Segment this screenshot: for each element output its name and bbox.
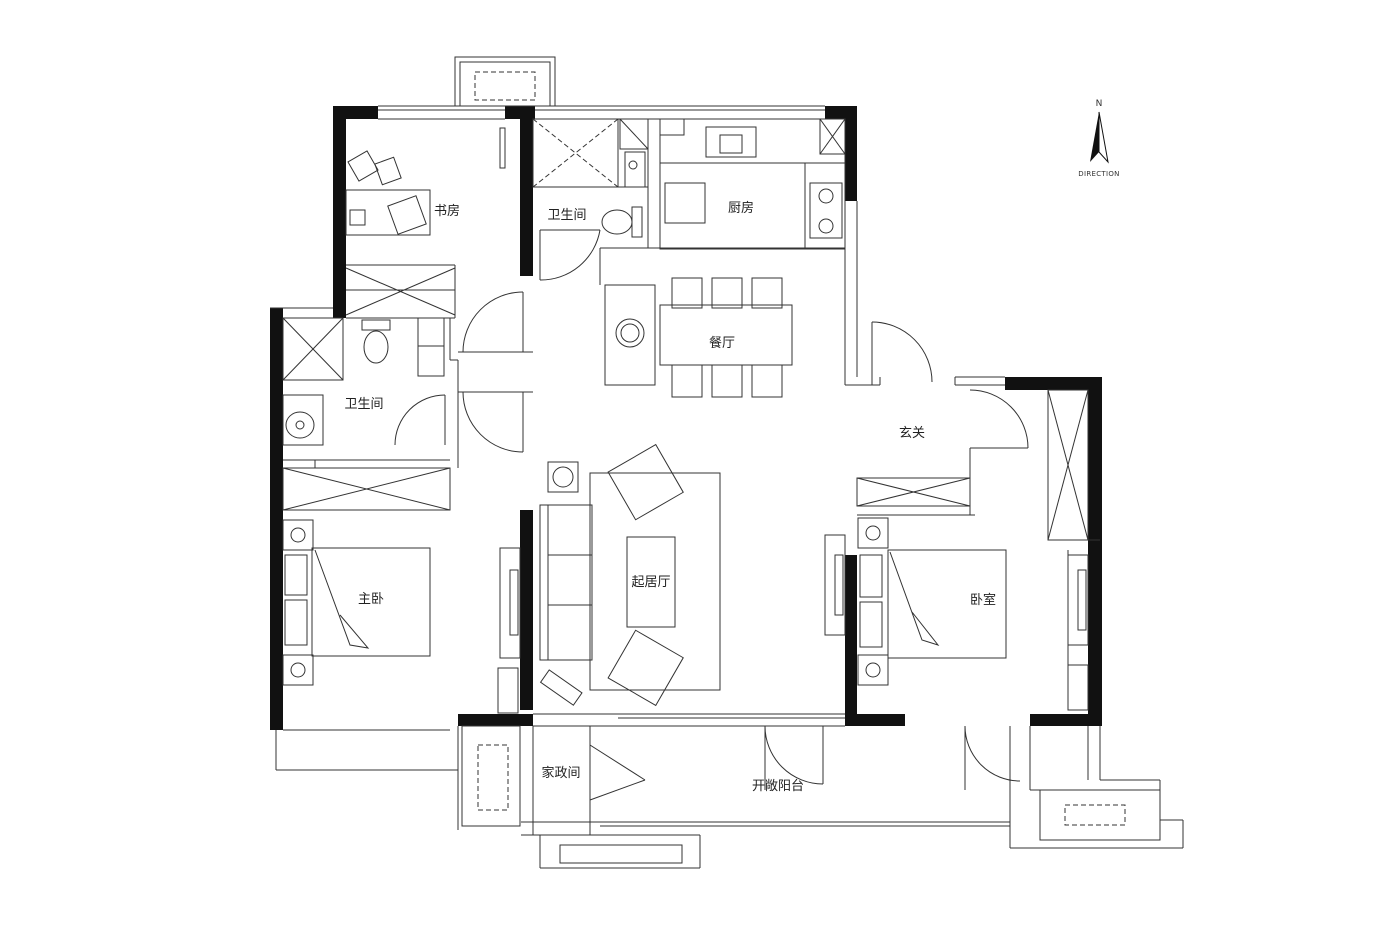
window-markers bbox=[497, 127, 1089, 714]
label-balcony: 开敞阳台 bbox=[752, 778, 804, 794]
label-kitchen: 厨房 bbox=[728, 200, 754, 216]
label-master-bedroom: 主卧 bbox=[358, 592, 384, 607]
compass-north-letter: N bbox=[1096, 99, 1103, 109]
label-utility: 家政间 bbox=[541, 765, 580, 781]
label-dining: 餐厅 bbox=[709, 335, 735, 351]
label-entrance: 玄关 bbox=[899, 426, 925, 441]
label-bath-west: 卫生间 bbox=[344, 397, 383, 412]
label-living: 起居厅 bbox=[631, 575, 670, 590]
north-arrow-icon bbox=[1090, 111, 1109, 164]
interior-walls bbox=[270, 56, 1184, 869]
label-bath-north: 卫生间 bbox=[547, 208, 586, 223]
compass-caption: DIRECTION bbox=[1078, 170, 1119, 178]
room-labels: 书房 卫生间 厨房 餐厅 卫生间 玄关 起居厅 主卧 卧室 家政间 开敞阳台 bbox=[344, 200, 996, 794]
exterior-walls bbox=[270, 106, 1102, 730]
compass: N DIRECTION bbox=[1078, 99, 1119, 178]
label-bedroom: 卧室 bbox=[970, 592, 996, 608]
furniture-living bbox=[539, 443, 721, 707]
furniture-bathrooms bbox=[282, 151, 646, 446]
furniture-dining bbox=[659, 277, 793, 398]
furniture-study bbox=[345, 150, 431, 236]
label-study: 书房 bbox=[434, 203, 460, 219]
furniture-bedroom-bed bbox=[857, 517, 1007, 686]
furniture-master-bed bbox=[282, 519, 431, 686]
